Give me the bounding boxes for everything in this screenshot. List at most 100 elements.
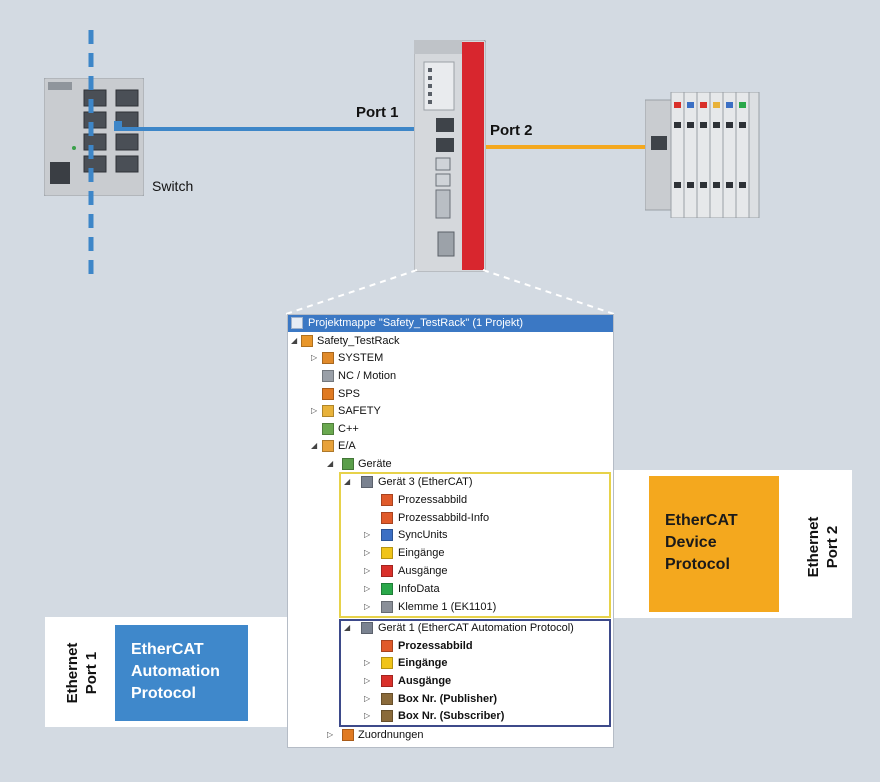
plc-icon xyxy=(322,388,334,400)
collapse-arrow-icon[interactable]: ◢ xyxy=(327,459,334,468)
switch-device-image xyxy=(44,78,144,196)
switch-label: Switch xyxy=(152,178,194,194)
ethercat-device-protocol-box: EtherCAT Device Protocol xyxy=(649,476,779,612)
zoom-guide-lines xyxy=(285,269,615,315)
tree-row[interactable]: ◢ Gerät 1 (EtherCAT Automation Protocol) xyxy=(0,619,880,637)
tree-row[interactable]: ▷Klemme 1 (EK1101) xyxy=(0,598,880,616)
tree-row[interactable]: Prozessabbild-Info xyxy=(0,509,880,527)
tree-row[interactable]: Prozessabbild xyxy=(0,637,880,655)
tree-row[interactable]: ◢Gerät 3 (EtherCAT) xyxy=(0,473,880,491)
tree-row[interactable]: ▷ Box Nr. (Publisher) xyxy=(0,690,880,708)
tree-row[interactable]: ▷ Eingänge xyxy=(0,544,880,562)
expand-arrow-icon[interactable]: ▷ xyxy=(364,584,371,593)
tree-row-label: Safety_TestRack xyxy=(317,335,400,347)
port2-label: Port 2 xyxy=(490,122,533,139)
tree-row-label: Prozessabbild-Info xyxy=(398,512,490,524)
inputs-icon xyxy=(381,657,393,669)
tree-row[interactable]: Prozessabbild xyxy=(0,491,880,509)
tree-row[interactable]: NC / Motion xyxy=(0,367,880,385)
process-image-icon xyxy=(381,494,393,506)
automation-protocol-line-3: Protocol xyxy=(131,685,196,702)
tree-row-label: Zuordnungen xyxy=(358,729,424,741)
tree-row[interactable]: ▷SAFETY xyxy=(0,402,880,420)
expand-arrow-icon[interactable]: ▷ xyxy=(311,406,318,415)
tree-row-label: Ausgänge xyxy=(398,675,452,687)
safety-icon xyxy=(322,405,334,417)
ethernet-port1-label: Ethernet Port 1 xyxy=(63,623,103,723)
ethercat-terminal-image xyxy=(645,92,760,218)
tree-row[interactable]: ▷ SyncUnits xyxy=(0,526,880,544)
tree-row[interactable]: ▷InfoData xyxy=(0,580,880,598)
tree-row[interactable]: ▷ Ausgänge xyxy=(0,562,880,580)
tree-row-label: Ausgänge xyxy=(398,565,448,577)
tree-row[interactable]: ◢Geräte xyxy=(0,455,880,473)
tree-row[interactable]: ▷ Ausgänge xyxy=(0,672,880,690)
tree-row[interactable]: ▷ Zuordnungen xyxy=(0,726,880,744)
expand-arrow-icon[interactable]: ▷ xyxy=(364,676,371,685)
ethercat-device-icon xyxy=(361,476,373,488)
tree-row-label: Box Nr. (Publisher) xyxy=(398,693,498,705)
solution-icon xyxy=(291,317,303,329)
tree-row-label: SyncUnits xyxy=(398,529,448,541)
process-image-info-icon xyxy=(381,512,393,524)
infodata-icon xyxy=(381,583,393,595)
tree-row[interactable]: ◢E/A xyxy=(0,437,880,455)
cpp-icon xyxy=(322,423,334,435)
io-icon xyxy=(322,440,334,452)
tree-row[interactable]: SPS xyxy=(0,385,880,403)
publisher-icon xyxy=(381,693,393,705)
tree-row[interactable]: ▷ Eingänge xyxy=(0,654,880,672)
expand-arrow-icon[interactable]: ▷ xyxy=(364,711,371,720)
subscriber-icon xyxy=(381,710,393,722)
tree-row[interactable]: ▷ Box Nr. (Subscriber) xyxy=(0,707,880,725)
ethercat-device-frame xyxy=(339,472,611,618)
expand-arrow-icon[interactable]: ▷ xyxy=(364,548,371,557)
collapse-arrow-icon[interactable]: ◢ xyxy=(344,623,351,632)
project-tree-window: Projektmappe "Safety_TestRack" (1 Projek… xyxy=(287,314,614,748)
tree-row[interactable]: ◢ Safety_TestRack xyxy=(0,332,880,350)
system-icon xyxy=(322,352,334,364)
expand-arrow-icon[interactable]: ▷ xyxy=(364,602,371,611)
expand-arrow-icon[interactable]: ▷ xyxy=(364,658,371,667)
switch-port-marker xyxy=(114,121,122,131)
process-image-icon xyxy=(381,640,393,652)
collapse-arrow-icon[interactable]: ◢ xyxy=(344,477,351,486)
inputs-icon xyxy=(381,547,393,559)
collapse-arrow-icon[interactable]: ◢ xyxy=(311,441,318,450)
outputs-icon xyxy=(381,675,393,687)
tree-row-label: Prozessabbild xyxy=(398,494,468,506)
tree-title-bar: Projektmappe "Safety_TestRack" (1 Projek… xyxy=(288,315,613,332)
tree-row[interactable]: ▷ SYSTEM xyxy=(0,349,880,367)
tree-row[interactable]: C++ xyxy=(0,420,880,438)
eap-device-icon xyxy=(361,622,373,634)
outputs-icon xyxy=(381,565,393,577)
device-protocol-line-3: Protocol xyxy=(665,556,730,573)
collapse-arrow-icon[interactable]: ◢ xyxy=(291,336,298,345)
eap-device-frame xyxy=(339,619,611,727)
expand-arrow-icon[interactable]: ▷ xyxy=(364,694,371,703)
ethernet-port1-line-1: Ethernet xyxy=(64,642,81,704)
port1-label: Port 1 xyxy=(356,104,399,121)
industrial-pc-image xyxy=(414,40,486,272)
ethernet-port2-line-2: Port 2 xyxy=(824,525,841,569)
tree-row-label: Gerät 1 (EtherCAT Automation Protocol) xyxy=(378,622,574,634)
motion-icon xyxy=(322,370,334,382)
tree-row-label: NC / Motion xyxy=(338,370,397,382)
device-protocol-line-1: EtherCAT xyxy=(665,512,738,529)
tree-row-label: SYSTEM xyxy=(338,352,384,364)
expand-arrow-icon[interactable]: ▷ xyxy=(311,353,318,362)
expand-arrow-icon[interactable]: ▷ xyxy=(364,566,371,575)
syncunits-icon xyxy=(381,529,393,541)
project-icon xyxy=(301,335,313,347)
ethernet-port2-label: Ethernet Port 2 xyxy=(804,497,844,597)
mappings-icon xyxy=(342,729,354,741)
ethernet-port1-line-2: Port 1 xyxy=(83,651,100,695)
device-protocol-line-2: Device xyxy=(665,534,717,551)
tree-title-text: Projektmappe "Safety_TestRack" (1 Projek… xyxy=(308,317,524,329)
expand-arrow-icon[interactable]: ▷ xyxy=(327,730,334,739)
expand-arrow-icon[interactable]: ▷ xyxy=(364,530,371,539)
automation-protocol-line-2: Automation xyxy=(131,663,220,680)
tree-row-label: Eingänge xyxy=(398,657,448,669)
tree-row-label: Eingänge xyxy=(398,547,445,559)
tree-row-label: Box Nr. (Subscriber) xyxy=(398,710,505,722)
